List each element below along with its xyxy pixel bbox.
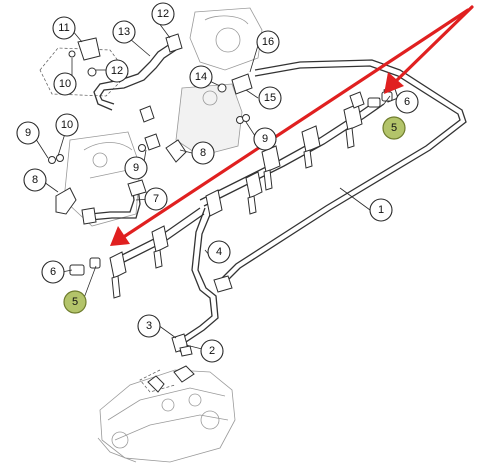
callout-12-left-label: 12	[111, 65, 123, 77]
callout-6-upper: 6	[395, 90, 419, 114]
union-fittings	[69, 91, 393, 276]
fittings-upper-left	[68, 37, 161, 151]
injectors	[109, 85, 399, 299]
callout-8-right-label: 8	[200, 147, 206, 159]
callout-15: 15	[258, 86, 282, 110]
callout-10-upper-label: 10	[59, 78, 71, 90]
callout-13-label: 13	[118, 26, 130, 38]
callout-8-left: 8	[23, 168, 47, 192]
callout-13: 13	[112, 20, 136, 44]
background-engine-outline	[39, 7, 263, 393]
callout-1: 1	[369, 198, 393, 222]
callout-11-label: 11	[58, 22, 69, 34]
callout-2: 2	[200, 339, 224, 363]
callout-8-left-label: 8	[32, 174, 38, 186]
callout-10-lower-label: 10	[61, 119, 73, 131]
lower-connector	[171, 333, 193, 357]
callout-11: 11	[52, 16, 76, 40]
red-arrows	[110, 5, 474, 246]
callout-12-top: 12	[151, 2, 175, 26]
callout-12-top-label: 12	[157, 8, 169, 20]
injection-pump	[97, 365, 236, 463]
callout-7-label: 7	[153, 193, 159, 205]
callout-10-upper: 10	[53, 72, 77, 96]
arrow-to-lower-fitting	[120, 8, 470, 240]
callout-14: 14	[189, 65, 213, 89]
callout-9-right: 9	[253, 127, 277, 151]
callout-10-lower: 10	[55, 113, 79, 137]
arrow-to-upper-fitting	[391, 5, 474, 86]
callout-4: 4	[207, 240, 231, 264]
callout-3-label: 3	[146, 320, 152, 332]
callout-3: 3	[137, 314, 161, 338]
callout-16: 16	[256, 30, 280, 54]
callout-16-label: 16	[262, 36, 274, 48]
callout-2-label: 2	[209, 345, 215, 357]
callout-6-upper-label: 6	[404, 96, 410, 108]
callout-4-label: 4	[216, 246, 222, 258]
callout-9-middle: 9	[124, 156, 148, 180]
callout-6-lower: 6	[41, 260, 65, 284]
callout-5-lower-label: 5	[72, 296, 78, 308]
callouts: 1 2 3 4 5 5 6 6 7 8 8 9 9 9 10 10 11 12 …	[16, 2, 419, 363]
callout-5-upper-label: 5	[391, 122, 397, 134]
callout-7: 7	[144, 187, 168, 211]
callout-9-right-label: 9	[262, 133, 268, 145]
callout-9-middle-label: 9	[133, 162, 139, 174]
callout-5-lower: 5	[63, 290, 87, 314]
return-pipe	[221, 59, 467, 283]
callout-14-label: 14	[195, 71, 207, 83]
callout-5-upper: 5	[382, 116, 406, 140]
arrowhead-upper	[384, 72, 404, 94]
callout-8-right: 8	[191, 141, 215, 165]
callout-12-left: 12	[105, 59, 129, 83]
hose-7	[81, 179, 147, 225]
callout-9-left: 9	[16, 121, 40, 145]
arrowhead-lower	[110, 226, 130, 246]
callout-9-left-label: 9	[25, 127, 31, 139]
leader-lines	[31, 14, 391, 351]
callout-6-lower-label: 6	[50, 266, 56, 278]
callout-15-label: 15	[264, 92, 276, 104]
callout-1-label: 1	[378, 204, 384, 216]
feed-pipe	[175, 207, 233, 353]
